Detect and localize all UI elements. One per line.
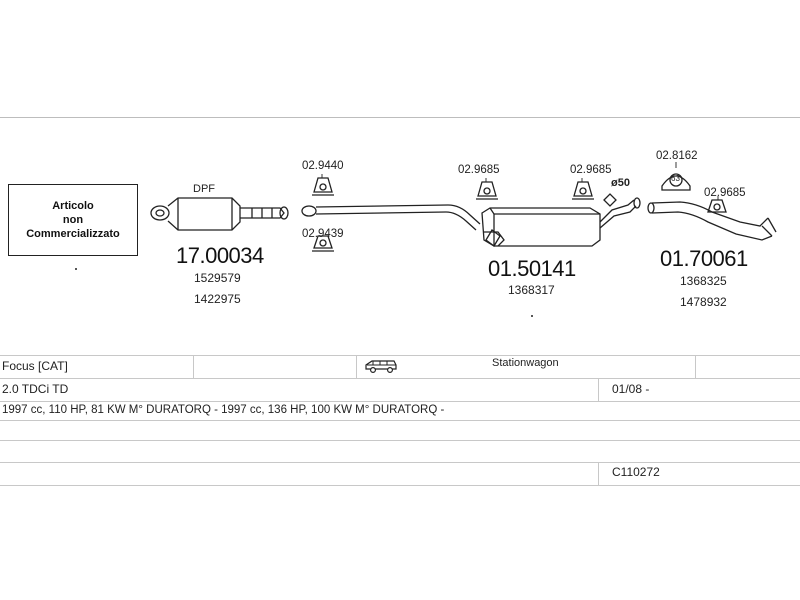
note-line-1: Articolo [52, 200, 94, 212]
table-line [0, 355, 800, 356]
oe-number: 1368317 [508, 283, 555, 297]
reference-code: C110272 [612, 465, 660, 479]
body-type: Stationwagon [492, 357, 559, 369]
note-line-3: Commercializzato [26, 228, 120, 240]
station-wagon-icon [365, 360, 397, 374]
part-code-dpf[interactable]: 17.00034 [176, 243, 264, 268]
oe-number: 1478932 [680, 295, 727, 309]
clip-code[interactable]: 02.9685 [704, 187, 746, 199]
clip-code[interactable]: 02.8162 [656, 150, 698, 162]
dpf-part[interactable] [150, 197, 289, 231]
part-code-silencer[interactable]: 01.50141 [488, 256, 576, 281]
dpf-label: DPF [193, 183, 215, 195]
table-line [0, 485, 800, 486]
oe-number: 1422975 [194, 292, 241, 306]
clip-5-icon[interactable] [661, 173, 691, 191]
table-line [0, 462, 800, 463]
production-date: 01/08 - [612, 382, 650, 396]
rear-pipe-part[interactable] [647, 201, 777, 241]
silencer-part[interactable] [301, 197, 641, 247]
clamp-pipe-icon[interactable] [485, 193, 617, 247]
clip-code[interactable]: 02.9685 [458, 164, 500, 176]
diameter-label: ø50 [611, 177, 630, 189]
table-line [0, 440, 800, 441]
clip-4-icon[interactable] [572, 181, 594, 200]
top-border [0, 117, 800, 118]
dot-mark [531, 315, 533, 317]
table-line [695, 355, 696, 378]
not-sold-note: Articolo non Commercializzato [8, 184, 138, 256]
part-code-rear-pipe[interactable]: 01.70061 [660, 246, 748, 271]
clip-code[interactable]: 02.9440 [302, 160, 344, 172]
engine-specs: 1997 cc, 110 HP, 81 KW M° DURATORQ - 199… [2, 404, 445, 416]
clip-1-icon[interactable] [312, 177, 334, 196]
clip-3-icon[interactable] [476, 181, 498, 200]
note-line-2: non [62, 214, 84, 226]
table-line [0, 420, 800, 421]
table-line [193, 355, 194, 378]
table-line [598, 462, 599, 485]
oe-number: 1529579 [194, 271, 241, 285]
clip-code[interactable]: 02.9685 [570, 164, 612, 176]
table-line [356, 355, 357, 378]
clip-code[interactable]: 02.9439 [302, 228, 344, 240]
oe-number: 1368325 [680, 274, 727, 288]
clip-2-icon[interactable] [312, 235, 334, 252]
engine-type: 2.0 TDCi TD [2, 382, 69, 396]
table-line [0, 378, 800, 379]
vehicle-model: Focus [CAT] [2, 359, 68, 373]
table-line [0, 401, 800, 402]
clip-6-icon[interactable] [707, 199, 727, 213]
ring-size-label: 63 [671, 174, 680, 183]
dot-mark [75, 268, 77, 270]
table-line [598, 378, 599, 401]
